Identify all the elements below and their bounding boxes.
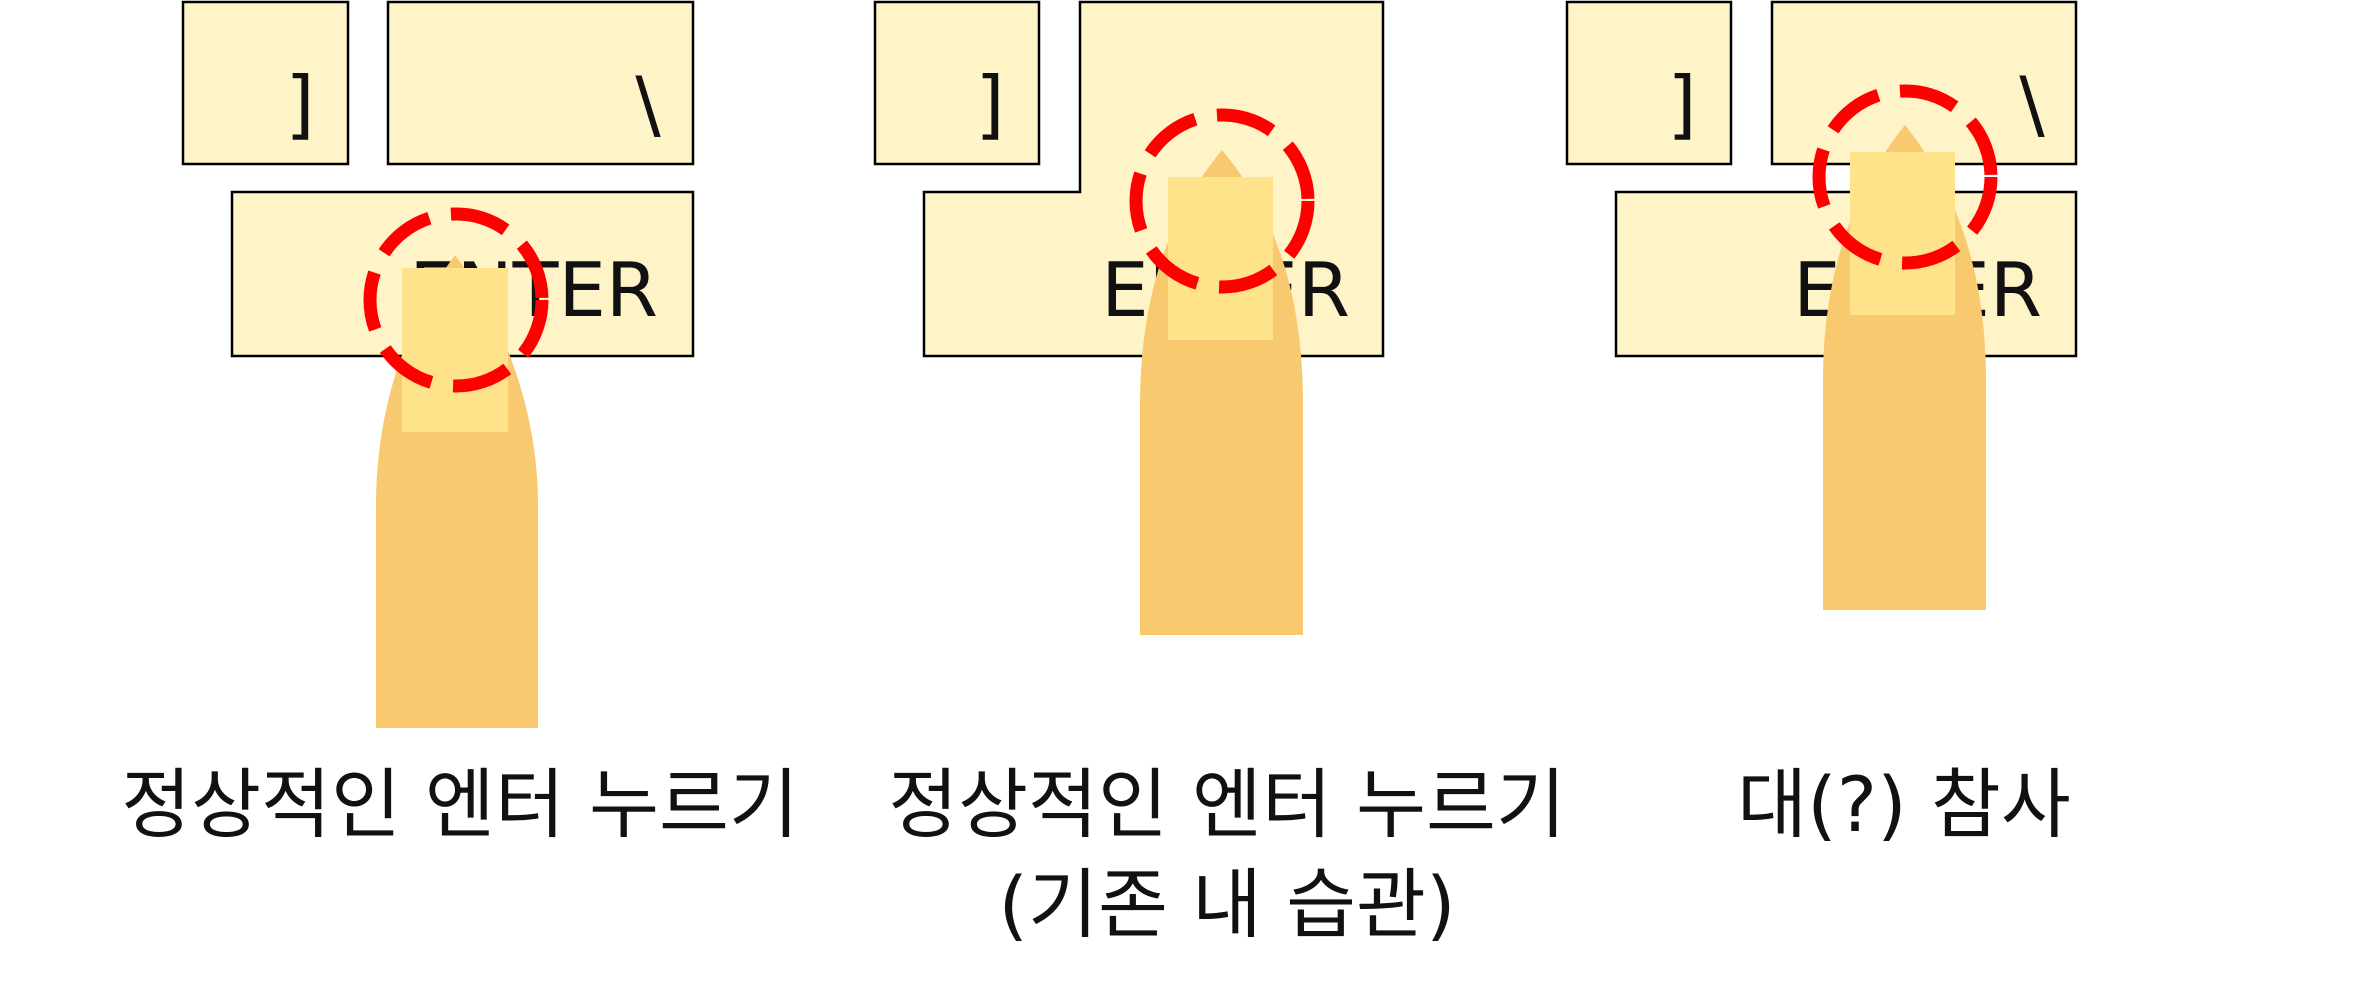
caption-line: (기존 내 습관) [998, 860, 1456, 949]
caption-line: 정상적인 엔터 누르기 [888, 760, 1566, 849]
press-point-marker [1812, 84, 1998, 270]
panel-habit-enter: ] ENTER [873, 0, 1385, 635]
caption-habit-enter: 정상적인 엔터 누르기 (기존 내 습관) [817, 755, 1637, 955]
caption-line: 대(?) 참사 [1737, 760, 2071, 849]
backslash-key [1770, 0, 2078, 166]
fingernail [1850, 152, 1955, 315]
fingernail [1168, 177, 1273, 340]
bracket-key [1565, 0, 1733, 166]
bracket-key [873, 0, 1041, 166]
bracket-key-label: ] [1667, 60, 1696, 148]
backslash-key-label: \ [2019, 60, 2045, 148]
caption-normal-enter: 정상적인 엔터 누르기 [50, 755, 870, 855]
caption-line: 정상적인 엔터 누르기 [121, 760, 799, 849]
panel-disaster: ] \ ENTER [1565, 0, 2078, 610]
backslash-key [386, 0, 695, 166]
backslash-key-label: \ [635, 60, 661, 148]
bracket-key-label: ] [975, 60, 1004, 148]
caption-disaster: 대(?) 참사 [1494, 755, 2314, 855]
fingernail [402, 268, 508, 432]
press-point-marker [363, 207, 549, 393]
press-point-marker [1129, 108, 1315, 294]
bracket-key-label: ] [285, 60, 314, 148]
panel-normal-enter: ] \ ENTER [181, 0, 695, 728]
bracket-key [181, 0, 350, 166]
